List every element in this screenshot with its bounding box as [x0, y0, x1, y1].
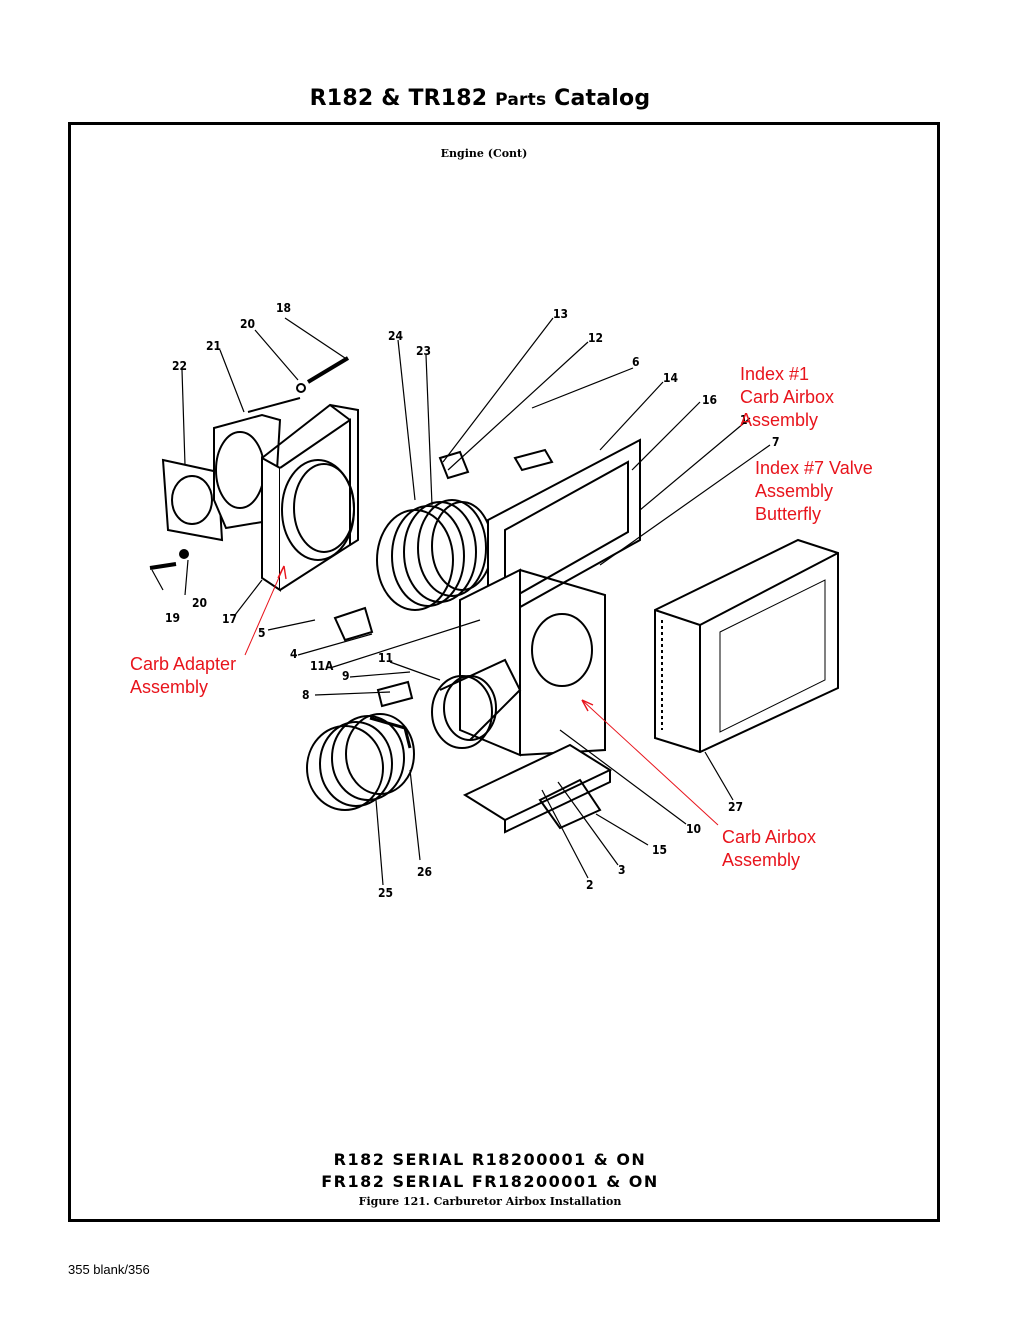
callout-number: 5 — [258, 626, 266, 640]
callout-number: 21 — [206, 339, 221, 353]
annotation-text: Carb Airbox — [740, 387, 834, 407]
title-catalog: Catalog — [554, 86, 651, 111]
callout-number: 19 — [165, 611, 180, 625]
callout-number: 14 — [663, 371, 679, 385]
hose-part — [376, 499, 493, 611]
annotation-text: Index #1 — [740, 364, 809, 384]
bolt-part — [306, 356, 350, 384]
callout-number: 1 — [740, 413, 748, 427]
callout-number: 18 — [276, 301, 291, 315]
callout-number: 20 — [192, 596, 207, 610]
carb-adapter-assembly-part — [261, 403, 359, 592]
bracket-part — [333, 606, 374, 642]
figure-caption: Figure 121. Carburetor Airbox Installati… — [358, 1195, 622, 1208]
bracket-part — [376, 680, 414, 708]
bracket-part — [513, 448, 554, 472]
callout-number: 6 — [632, 355, 640, 369]
carb-airbox-body-part — [459, 438, 641, 757]
arrow-head — [581, 699, 594, 712]
leader-lines — [151, 317, 771, 886]
callout-number: 7 — [772, 435, 780, 449]
callout-number: 26 — [417, 865, 432, 879]
annotation-text: Assembly — [740, 410, 818, 430]
callout-number: 12 — [588, 331, 603, 345]
title-parts: Parts — [495, 90, 547, 110]
serial-line-2: FR182 SERIAL FR18200001 & ON — [321, 1172, 659, 1191]
callout-number: 16 — [702, 393, 717, 407]
clamp-part — [369, 716, 412, 749]
annotation-text: Carb Airbox — [722, 827, 816, 847]
callout-number: 22 — [172, 359, 187, 373]
airbox-parts — [149, 356, 839, 834]
figure-frame — [68, 122, 940, 1222]
callout-number: 3 — [618, 863, 626, 877]
annotation-text: Carb Adapter — [130, 654, 236, 674]
callout-number: 11A — [310, 659, 334, 673]
hose-part — [306, 713, 415, 811]
callout-number: 20 — [240, 317, 255, 331]
callout-number: 17 — [222, 612, 237, 626]
callout-number: 8 — [302, 688, 310, 702]
callout-number: 4 — [290, 647, 298, 661]
bolt-part — [149, 562, 177, 570]
annotation-text: Butterfly — [755, 504, 821, 524]
annotation-text: Assembly — [755, 481, 833, 501]
callout-number: 10 — [686, 822, 701, 836]
callout-number: 24 — [388, 329, 404, 343]
washer-part — [296, 383, 306, 393]
page-number: 355 blank/356 — [68, 1262, 150, 1277]
callout-number: 25 — [378, 886, 393, 900]
annotation-arrow — [244, 565, 285, 656]
gasket-part — [161, 458, 224, 542]
arrow-head — [277, 565, 287, 580]
title-main: R182 & TR182 — [309, 86, 488, 111]
page-title: R182 & TR182 Parts Catalog — [0, 86, 960, 111]
annotation-text: Index #7 Valve — [755, 458, 873, 478]
air-filter-part — [654, 538, 839, 754]
section-title: Engine (Cont) — [440, 147, 528, 160]
callout-number: 2 — [586, 878, 594, 892]
callout-number: 13 — [553, 307, 568, 321]
callout-number: 27 — [728, 800, 743, 814]
annotation-arrows — [244, 565, 719, 826]
bracket-part — [462, 743, 613, 834]
serial-line-1: R182 SERIAL R18200001 & ON — [333, 1150, 647, 1169]
elbow-part — [431, 658, 522, 749]
callout-number: 15 — [652, 843, 667, 857]
washer-part — [179, 549, 189, 559]
annotation-text: Assembly — [722, 850, 800, 870]
annotation-arrow — [581, 699, 719, 826]
callout-number: 9 — [342, 669, 350, 683]
callout-number: 11 — [378, 651, 393, 665]
callout-number: 23 — [416, 344, 431, 358]
annotation-text: Assembly — [130, 677, 208, 697]
